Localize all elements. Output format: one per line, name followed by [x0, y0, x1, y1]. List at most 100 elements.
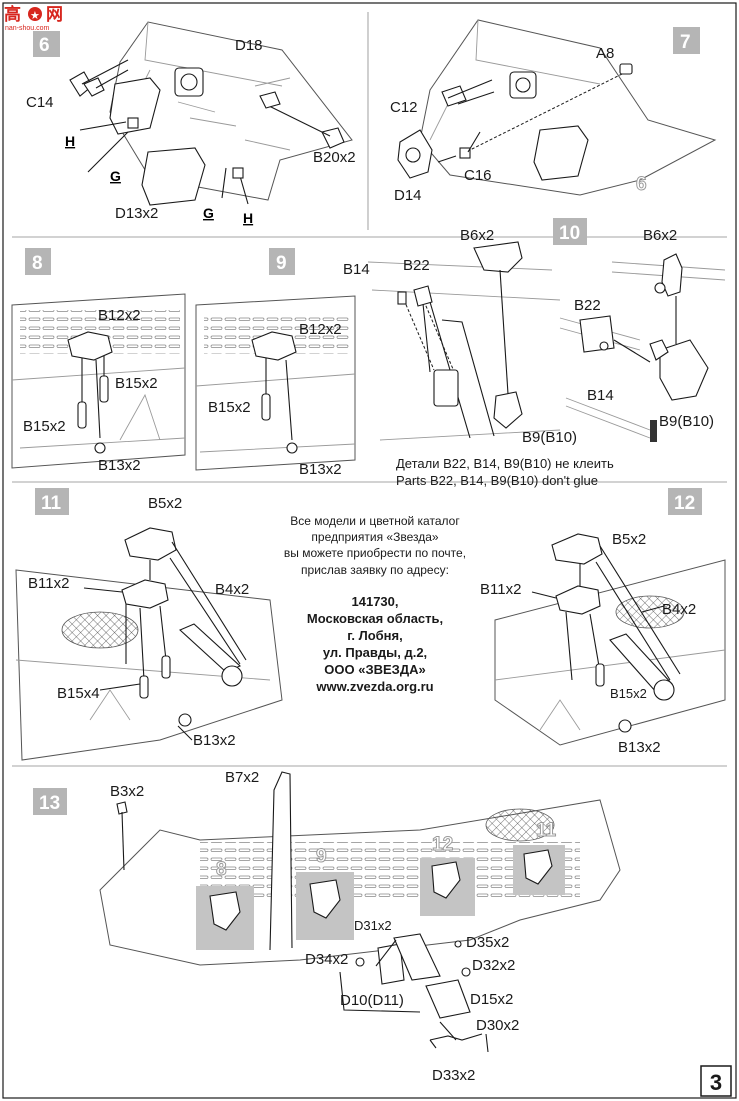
label-b15x2-1: B15x2: [115, 375, 158, 392]
label-d15x2: D15x2: [470, 991, 513, 1008]
label-b15x2: B15x2: [208, 399, 251, 416]
label-b13x2: B13x2: [98, 457, 141, 474]
step-7-box: [673, 27, 700, 54]
label-a8: A8: [596, 45, 614, 62]
label-d32x2: D32x2: [472, 957, 515, 974]
label-b13x2: B13x2: [299, 461, 342, 478]
ghost-step-9: 9: [316, 846, 327, 867]
step-7: 7 A8 C12 D14 C16 6: [390, 19, 717, 204]
label-b11x2: B11x2: [28, 575, 69, 592]
step-9-detail: B6x2 B14 B22 B9(B10) Детали B22, B14, B9…: [343, 227, 614, 488]
label-b12x2: B12x2: [299, 321, 342, 338]
label-b7x2: B7x2: [225, 769, 259, 786]
svg-text:предприятия «Звезда»: предприятия «Звезда»: [311, 530, 438, 544]
label-b15x2-2: B15x2: [23, 418, 66, 435]
label-d18: D18: [235, 37, 263, 54]
step-9: 9 B12x2 B15x2 B13x2: [195, 248, 356, 478]
logo-url: nan-shou.com: [5, 25, 50, 32]
svg-text:www.zvezda.org.ru: www.zvezda.org.ru: [315, 679, 433, 694]
label-b14: B14: [343, 261, 370, 278]
svg-text:Все модели и цветной каталог: Все модели и цветной каталог: [290, 514, 460, 528]
step-10: 10 B6x2 B22 B14 B9(B10): [553, 218, 726, 442]
svg-text:вы можете приобрести по почте,: вы можете приобрести по почте,: [284, 546, 466, 560]
label-b22: B22: [403, 257, 430, 274]
label-g-1: G: [110, 168, 121, 184]
label-d14: D14: [394, 187, 422, 204]
label-c12: C12: [390, 99, 418, 116]
svg-text:г. Лобня,: г. Лобня,: [347, 628, 402, 643]
step-6-number: 6: [39, 35, 50, 56]
label-d35x2: D35x2: [466, 934, 509, 951]
svg-text:★: ★: [30, 10, 40, 22]
svg-text:ул. Правды, д.2,: ул. Правды, д.2,: [323, 645, 427, 660]
step-11-number: 11: [41, 493, 62, 514]
label-b6x2: B6x2: [643, 227, 677, 244]
label-b5x2: B5x2: [148, 495, 182, 512]
glue-note-ru: Детали B22, B14, B9(B10) не клеить: [396, 456, 614, 471]
label-b6x2: B6x2: [460, 227, 494, 244]
label-b9b10: B9(B10): [659, 413, 714, 430]
svg-text:ООО «ЗВЕЗДА»: ООО «ЗВЕЗДА»: [324, 662, 425, 677]
label-b11x2: B11x2: [480, 581, 521, 598]
label-d31x2: D31x2: [354, 918, 392, 933]
logo-site-name: 网: [46, 5, 63, 24]
page-number: 3: [700, 1065, 732, 1097]
label-b13x2: B13x2: [618, 739, 661, 756]
label-b15x4: B15x4: [57, 685, 100, 702]
label-b15x2: B15x2: [610, 686, 647, 701]
step-8: 8 B12x2 B15x2 B15x2 B13x2: [11, 248, 186, 474]
step-9-number: 9: [276, 253, 287, 274]
label-h-2: H: [243, 210, 253, 226]
step-12: 12 B5x2 B11x2 B4x2 B15x2 B13x2: [480, 488, 726, 756]
watermark-logo: 高 ★ 网 nan-shou.com: [4, 4, 63, 32]
step-13: 13 8 9 12 11 B3x2 B7x2 D31x2 D35x2: [33, 769, 621, 1084]
glue-note-en: Parts B22, B14, B9(B10) don't glue: [396, 473, 598, 488]
label-d34x2: D34x2: [305, 951, 348, 968]
step-10-number: 10: [559, 223, 580, 244]
step-11-box: [35, 488, 69, 515]
catalog-text: Все модели и цветной каталог предприятия…: [284, 514, 466, 577]
label-b12x2: B12x2: [98, 307, 141, 324]
label-g-2: G: [203, 205, 214, 221]
ghost-step-8: 8: [216, 859, 227, 880]
label-b4x2: B4x2: [662, 601, 696, 618]
step-13-box: [33, 788, 67, 815]
label-b20x2: B20x2: [313, 149, 356, 166]
svg-text:Московская область,: Московская область,: [307, 611, 443, 626]
svg-text:141730,: 141730,: [352, 594, 399, 609]
address-block: 141730, Московская область, г. Лобня, ул…: [307, 594, 443, 694]
step-12-number: 12: [674, 493, 695, 514]
label-c14: C14: [26, 94, 54, 111]
svg-text:прислав заявку по адресу:: прислав заявку по адресу:: [301, 563, 449, 577]
label-h-1: H: [65, 133, 75, 149]
label-d10d11: D10(D11): [340, 992, 404, 1009]
step-8-number: 8: [32, 253, 43, 274]
logo-chars: 高: [4, 4, 21, 24]
label-b9b10: B9(B10): [522, 429, 577, 446]
label-c16: C16: [464, 167, 492, 184]
label-b13x2: B13x2: [193, 732, 236, 749]
label-d30x2: D30x2: [476, 1017, 519, 1034]
step-8-box: [25, 248, 51, 275]
ghost-step-11: 11: [536, 820, 557, 841]
ghost-step-12: 12: [432, 834, 453, 855]
step-9-box: [269, 248, 295, 275]
step-10-box: [553, 218, 587, 245]
label-b3x2: B3x2: [110, 783, 144, 800]
step-11: 11 B5x2 B11x2 B4x2 B15x4 B13x2: [15, 488, 283, 761]
step-12-box: [668, 488, 702, 515]
step-6-box: [33, 31, 60, 57]
label-d33x2: D33x2: [432, 1067, 475, 1084]
step-6: 6 D18 C14 H G D13x2 G H B20x2: [26, 21, 356, 226]
ghost-step-6: 6: [636, 174, 647, 195]
label-b5x2: B5x2: [612, 531, 646, 548]
label-b4x2: B4x2: [215, 581, 249, 598]
label-b14: B14: [587, 387, 614, 404]
step-7-number: 7: [680, 32, 691, 53]
step-13-number: 13: [39, 793, 60, 814]
label-d13x2: D13x2: [115, 205, 158, 222]
label-b22: B22: [574, 297, 601, 314]
page-number-value: 3: [710, 1070, 722, 1095]
